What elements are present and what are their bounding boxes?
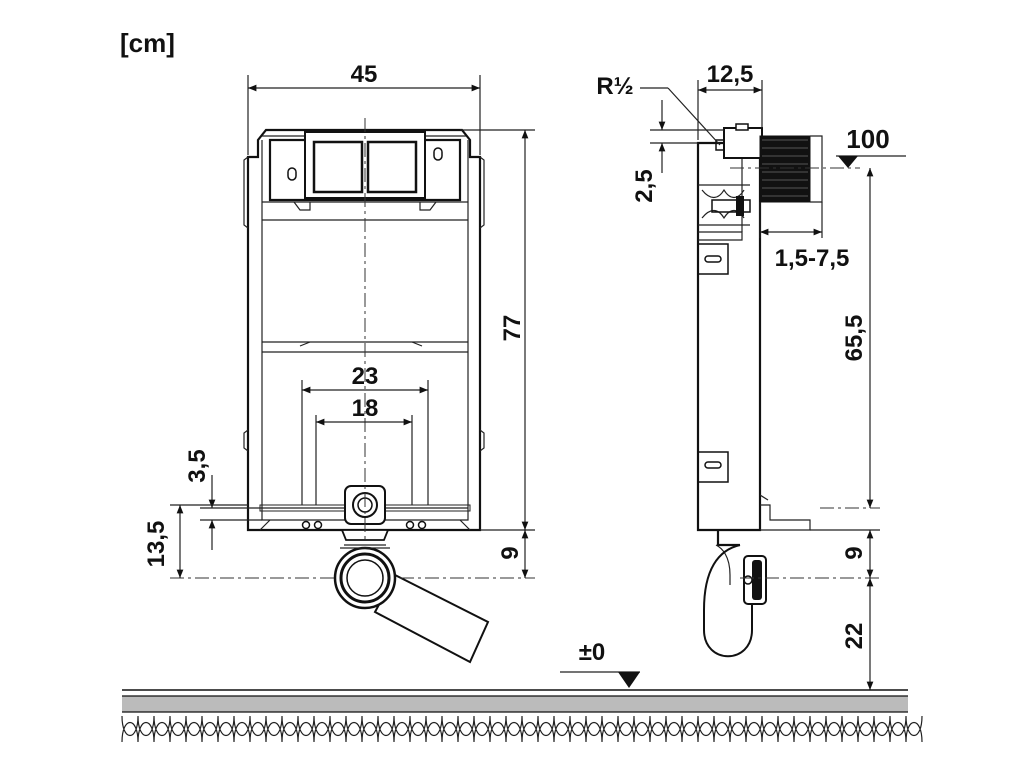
dim-wall-adjust-label: 1,5-7,5 [775, 245, 850, 272]
dim-outer-spacing-label: 23 [352, 363, 379, 390]
dim-top-offset: 2,5 [631, 100, 724, 203]
dim-pipe-height: 65,5 [820, 168, 880, 509]
dim-offset-left: 13,5 [143, 504, 335, 579]
dim-outer-spacing: 23 [301, 363, 429, 505]
dim-pipe-height-label: 65,5 [841, 315, 868, 362]
dim-side-drain-offset-label: 9 [841, 546, 868, 559]
dim-depth-label: 12,5 [707, 61, 754, 88]
dim-width-label: 45 [351, 61, 378, 88]
dim-side-drain-offset: 9 [810, 529, 880, 578]
dim-width: 45 [247, 61, 481, 155]
pipe-diameter: 100 [836, 124, 906, 168]
drain-connector [333, 485, 490, 664]
floor: ±0 [121, 639, 923, 743]
dim-inner-spacing: 18 [315, 395, 413, 505]
dim-top-offset-label: 2,5 [631, 169, 658, 202]
thread-label: R½ [596, 73, 633, 100]
side-view: 12,5 R½ 2,5 100 1,5-7,5 [596, 61, 906, 690]
dim-offset-left-label: 13,5 [143, 521, 170, 568]
side-drain-bend [703, 544, 767, 658]
dim-inner-spacing-label: 18 [352, 395, 379, 422]
dim-floor-to-drain-label: 22 [841, 623, 868, 650]
flush-panel [268, 131, 462, 202]
thread-callout: R½ [596, 73, 721, 146]
dim-height-label: 77 [499, 315, 526, 342]
floor-level-label: ±0 [579, 639, 606, 666]
dim-offset-small: 3,5 [184, 449, 262, 550]
unit-label: [cm] [120, 28, 175, 58]
side-pipe-top [715, 123, 823, 203]
pipe-diameter-label: 100 [846, 124, 889, 154]
dim-offset-drain: 9 [400, 530, 535, 579]
dim-offset-small-label: 3,5 [184, 449, 211, 482]
dim-height: 77 [460, 129, 535, 531]
dim-floor-to-drain: 22 [841, 578, 874, 690]
front-view: 45 77 23 18 3,5 [143, 61, 535, 664]
dim-offset-drain-label: 9 [497, 546, 524, 559]
dim-depth: 12,5 [697, 61, 763, 140]
dim-wall-adjust: 1,5-7,5 [759, 202, 850, 272]
